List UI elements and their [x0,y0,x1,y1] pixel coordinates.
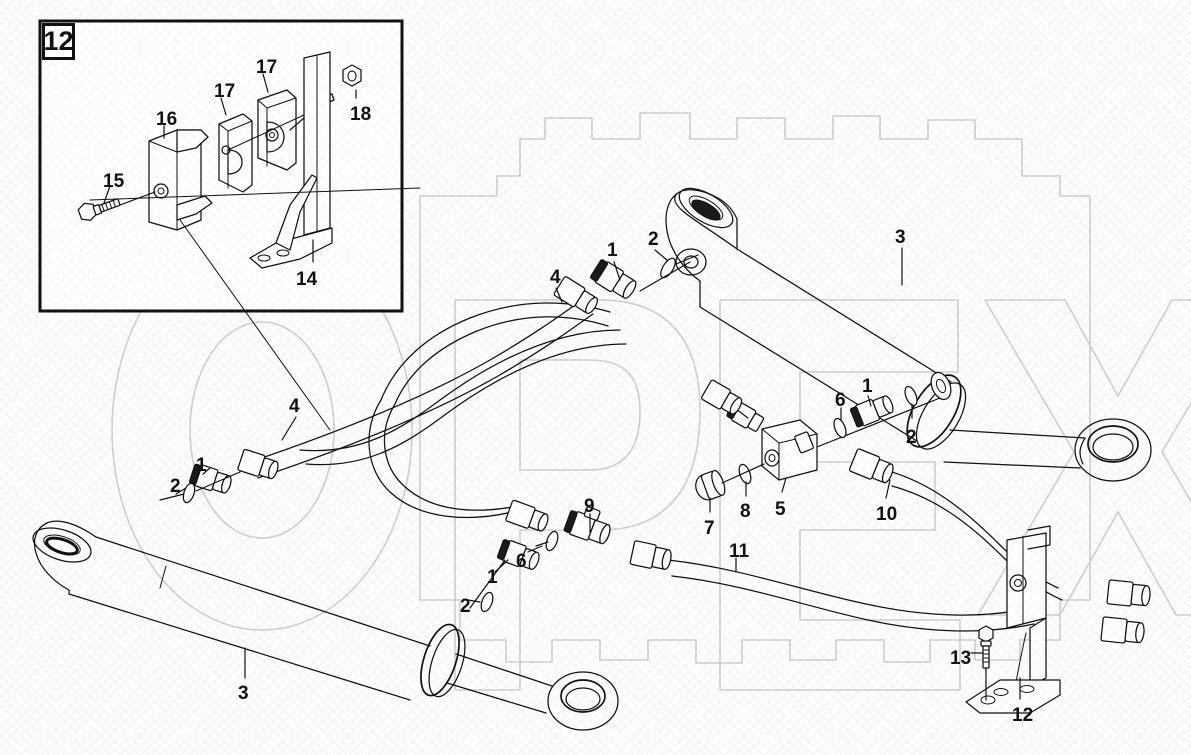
inset-label-14: 14 [296,269,318,290]
inset-contents [77,51,421,431]
callout-label-2b: 2 [170,476,181,497]
callout-label-8: 8 [740,501,751,522]
inset-label-17b: 17 [256,57,278,78]
manifold-block-group [695,371,952,501]
fitting-group-upper-port [590,254,699,299]
hydraulic-hoses [249,297,1063,632]
inset-label-18: 18 [350,104,372,125]
callout-label-4a: 4 [550,267,561,288]
callout-label-5: 5 [775,499,786,520]
callout-label-1b: 1 [196,455,207,476]
callout-label-2d: 2 [460,596,471,617]
inset-tag-12: 12 [42,23,75,60]
callout-label-3b: 3 [238,683,249,704]
inset-label-15: 15 [103,171,125,192]
inset-label-17a: 17 [214,81,236,102]
callout-label-4b: 4 [289,396,300,417]
callout-label-6b: 6 [516,551,527,572]
callout-label-2a: 2 [648,229,659,250]
callout-label-7: 7 [704,518,715,539]
callout-label-12: 12 [1012,705,1034,726]
callout-label-9: 9 [584,496,595,517]
upper-cylinder-assembly [665,187,1152,482]
callout-label-11: 11 [729,541,750,562]
callout-label-6a: 6 [835,390,846,411]
watermark-gear [419,112,1091,664]
callout-label-10: 10 [876,504,898,525]
tee-fitting-group [469,499,672,613]
fitting-group-lower-left [159,448,279,504]
callout-label-1d: 1 [487,567,498,588]
callout-leaders [175,247,1021,700]
callout-label-1c: 1 [862,376,873,397]
callout-label-1a: 1 [607,240,618,261]
inset-label-16: 16 [156,109,178,130]
watermark-letters [111,229,1191,691]
callout-label-13: 13 [950,648,972,669]
hose-ferrule-upper [553,276,599,315]
callout-label-3a: 3 [895,227,906,248]
right-bracket-group [965,525,1151,714]
lower-cylinder-assembly [32,520,619,731]
callout-label-2c: 2 [906,427,917,448]
